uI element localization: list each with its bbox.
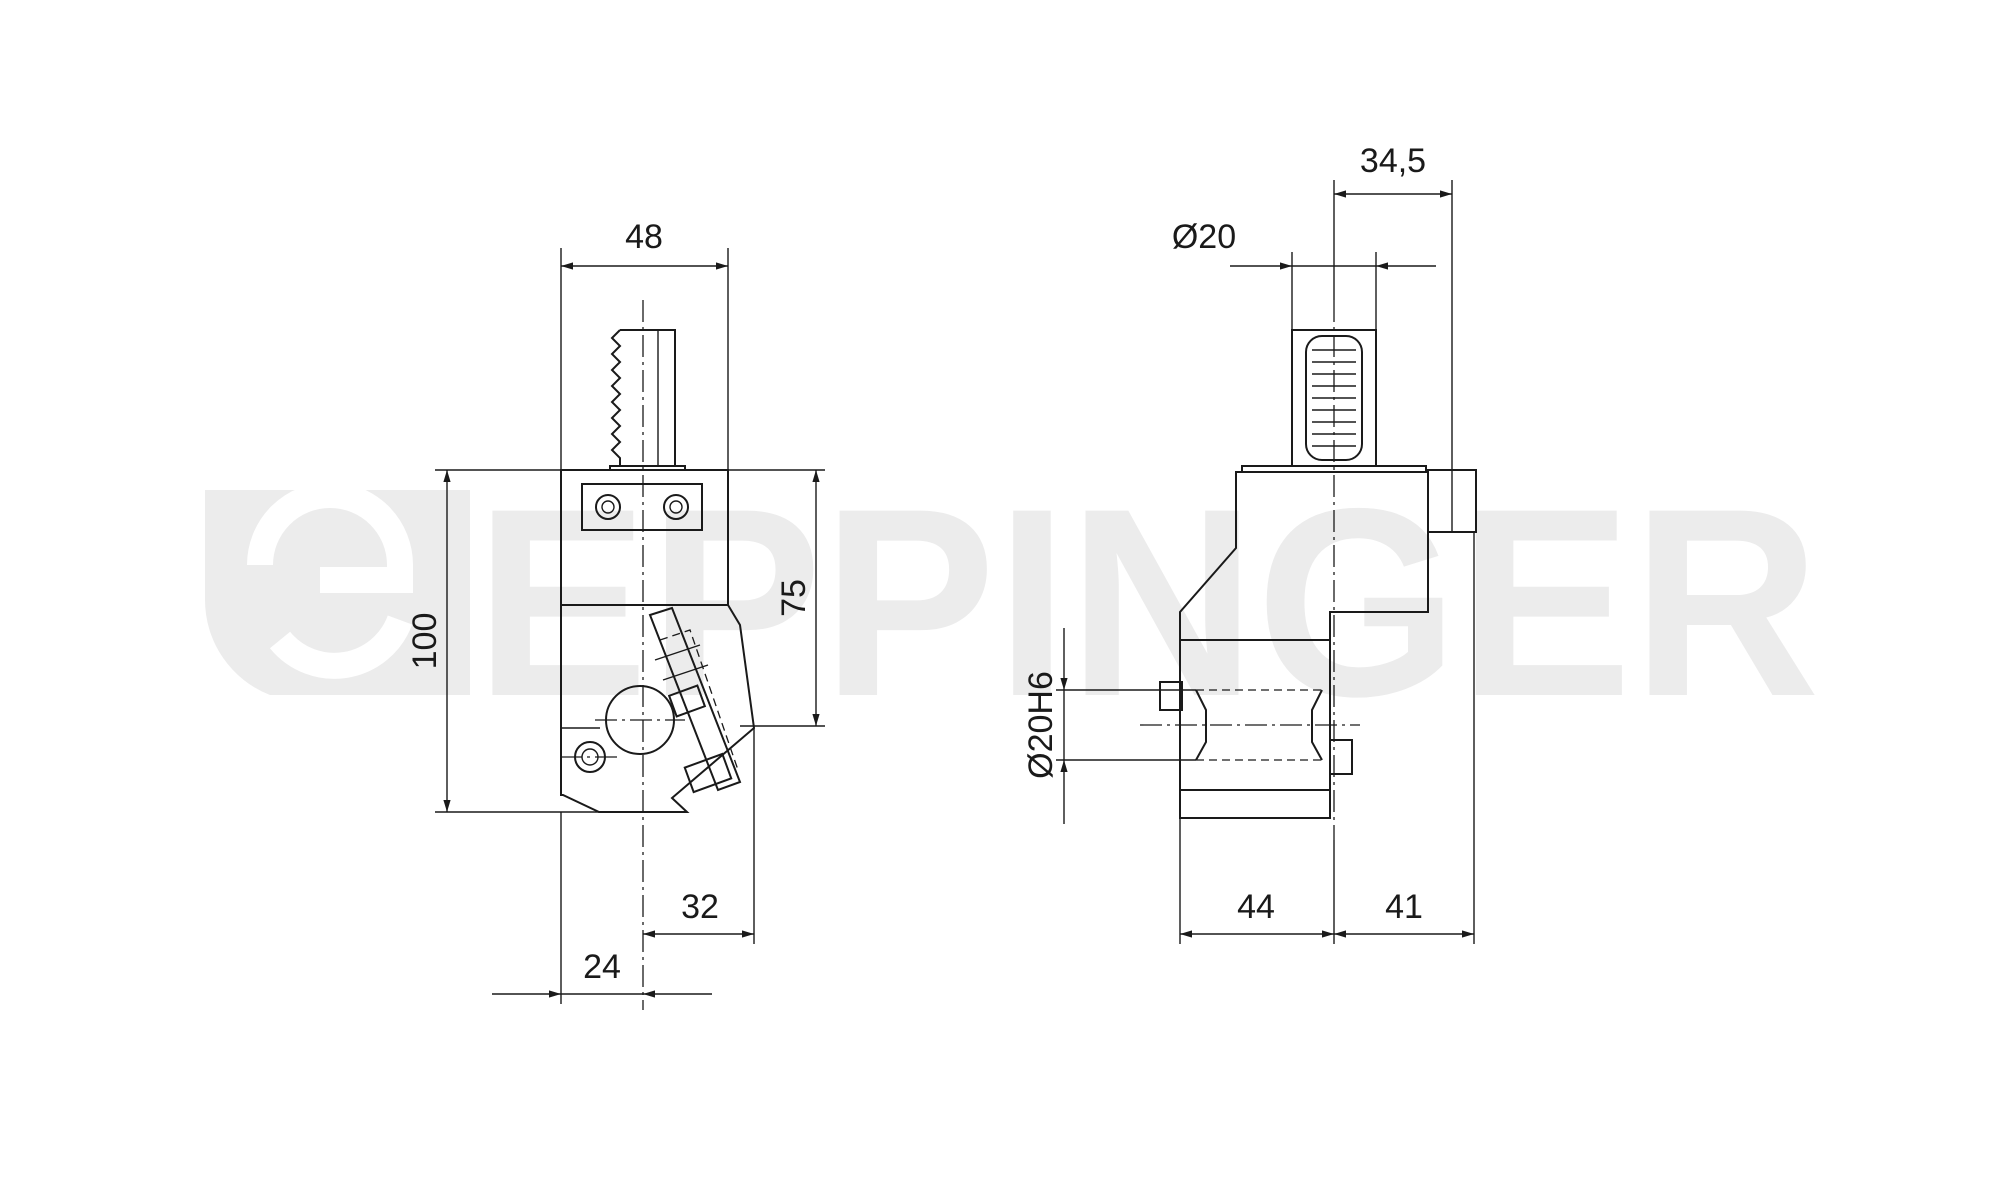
dim-100-label: 100 [406,613,444,670]
dim-48: 48 [560,218,729,470]
dim-24: 24 [492,812,712,1004]
dim-75-label: 75 [775,579,813,617]
dim-100: 100 [406,469,599,813]
front-clamp-plate [581,483,703,531]
eppinger-logo-icon [205,482,470,695]
dim-24-label: 24 [583,948,621,986]
dim-44-label: 44 [1237,888,1275,926]
dim-d20h6: Ø20H6 [1022,628,1196,824]
front-view: 48 100 75 32 24 [406,218,825,1010]
dim-d20: Ø20 [1172,218,1436,330]
dim-41-label: 41 [1385,888,1423,926]
dim-41: 41 [1334,532,1475,944]
dim-d20-label: Ø20 [1172,218,1236,256]
dim-32-label: 32 [681,888,719,926]
front-shank [609,329,686,471]
dim-d20h6-label: Ø20H6 [1022,671,1060,779]
side-bore [1195,689,1323,761]
dim-34-5-label: 34,5 [1360,142,1426,180]
dim-44: 44 [1179,818,1335,944]
front-body-outline [560,469,756,813]
dim-34-5: 34,5 [1333,142,1453,470]
watermark-text: EPPINGER [475,452,1820,752]
side-right-screw [1329,739,1353,775]
side-view: 34,5 Ø20 Ø20H6 44 [1022,142,1477,944]
front-inclined-holder [648,606,742,794]
dim-75: 75 [728,469,825,727]
eppinger-watermark: EPPINGER [205,452,1820,752]
dim-32: 32 [643,728,755,944]
side-left-screw [1159,681,1183,711]
dim-48-label: 48 [625,218,663,256]
